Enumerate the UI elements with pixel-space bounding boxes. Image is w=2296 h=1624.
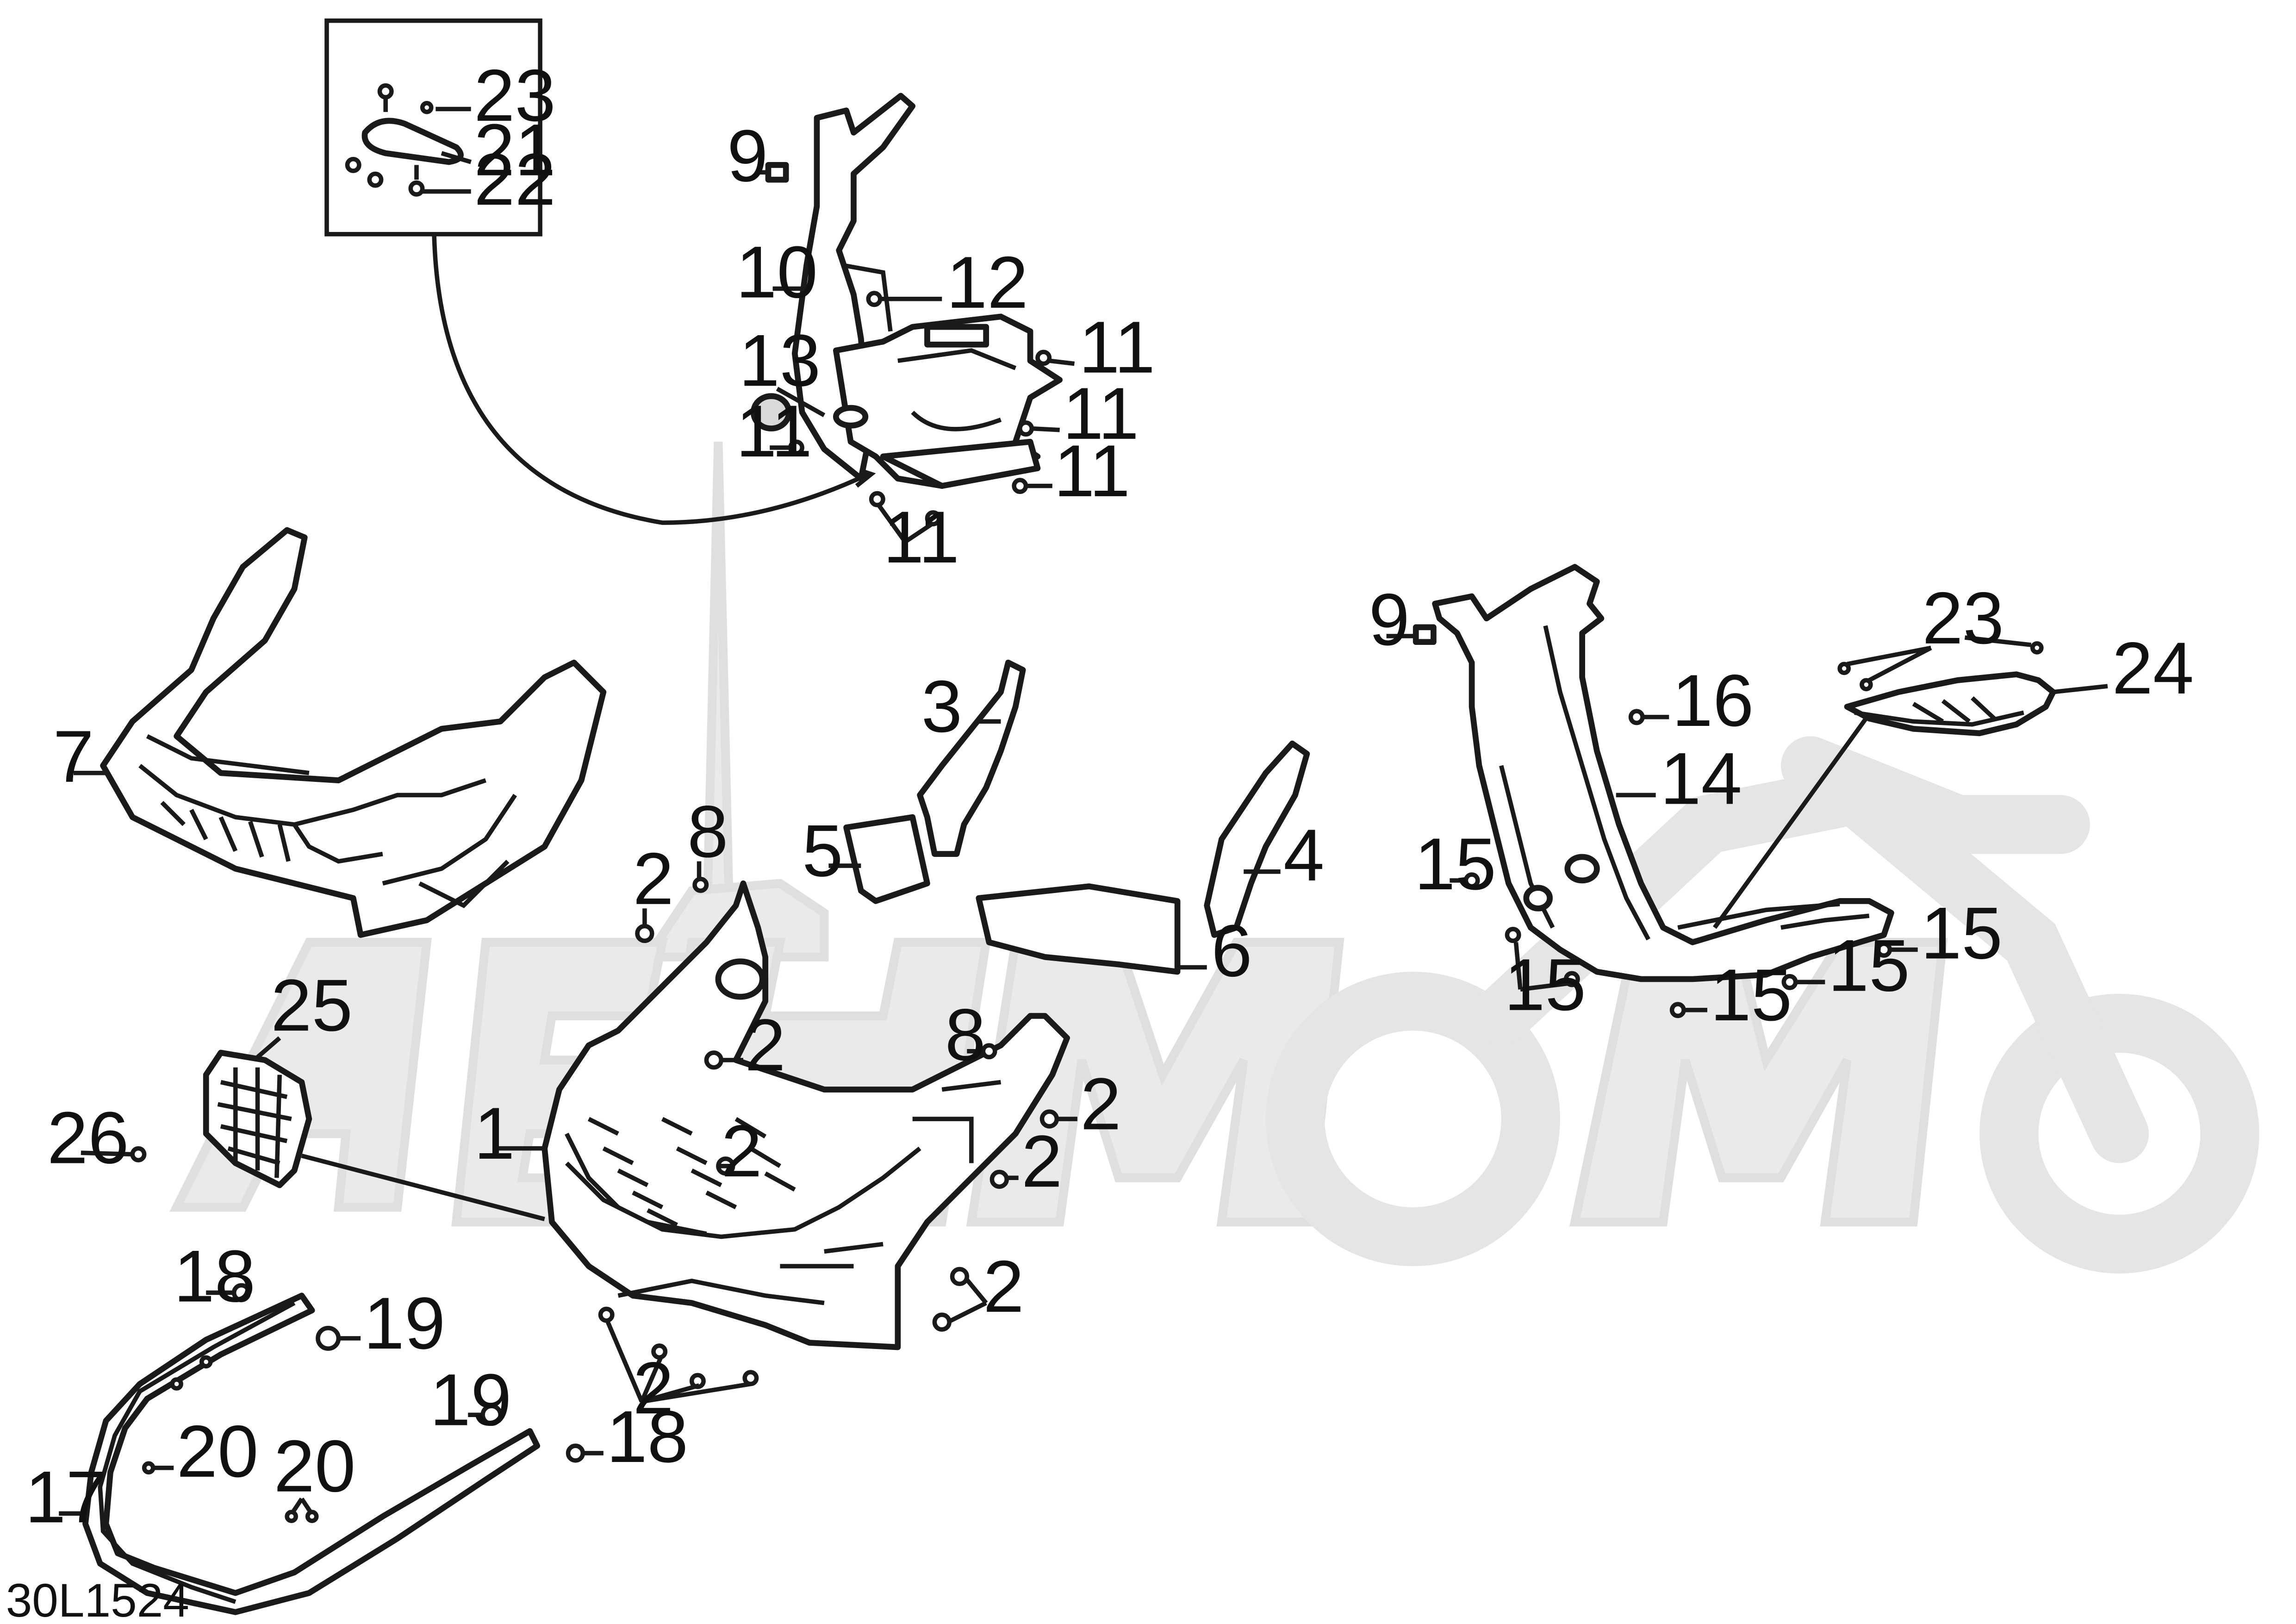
part-14-frame-panel — [1432, 564, 1894, 982]
callout-8-b: 8 — [945, 993, 986, 1076]
callout-3: 3 — [921, 665, 962, 748]
callout-2-b: 2 — [745, 1004, 785, 1086]
part-10-support — [791, 93, 1063, 489]
callout-11-e: 11 — [883, 496, 959, 578]
callout-22: 22 — [474, 138, 556, 220]
part-6-pad — [976, 883, 1181, 975]
callout-2-g: 2 — [633, 1347, 673, 1429]
part-25-grille — [203, 1049, 312, 1188]
callout-24: 24 — [2112, 627, 2194, 709]
callout-2-e: 2 — [1021, 1120, 1062, 1202]
callout-18-a: 18 — [174, 1235, 255, 1317]
callout-15-a: 15 — [1414, 823, 1496, 905]
callout-5: 5 — [802, 809, 843, 892]
part-4-pad — [1204, 740, 1310, 938]
callout-labels: 23 21 22 9 10 12 11 13 11 11 11 11 3 5 4… — [6, 54, 2194, 1624]
leader-lines — [59, 106, 2108, 1516]
callout-9-top: 9 — [727, 114, 768, 197]
part-7-fairing — [100, 527, 607, 938]
callout-15-c: 15 — [1710, 954, 1792, 1036]
callout-10: 10 — [736, 231, 818, 313]
callout-15-b: 15 — [1504, 943, 1586, 1026]
callout-2-c: 2 — [1080, 1062, 1121, 1145]
callout-14: 14 — [1660, 737, 1742, 820]
callout-26: 26 — [47, 1096, 129, 1179]
callout-13: 13 — [739, 319, 821, 401]
callout-15-d: 15 — [1828, 924, 1910, 1006]
part-9-clip-top — [765, 162, 789, 183]
callout-17: 17 — [25, 1455, 107, 1538]
callout-23-right: 23 — [1922, 577, 2004, 659]
callout-21: 21 — [474, 109, 556, 191]
callout-11-b: 11 — [736, 390, 812, 472]
part-24-cover — [1844, 671, 2056, 737]
callout-8-a: 8 — [687, 790, 728, 873]
part-9-clip-right — [1412, 624, 1437, 645]
diagram-code: 30L1524 — [6, 1574, 189, 1624]
callout-16: 16 — [1672, 659, 1754, 742]
callout-9-right: 9 — [1369, 578, 1410, 661]
part-17-bumper — [82, 1293, 541, 1615]
inset-box — [324, 18, 542, 237]
callout-2-d: 2 — [721, 1110, 762, 1192]
callout-4: 4 — [1283, 814, 1324, 896]
callout-19-a: 19 — [363, 1282, 445, 1364]
callout-15-e: 15 — [1921, 892, 2003, 974]
callout-25: 25 — [271, 964, 353, 1046]
callout-20-b: 20 — [274, 1425, 356, 1507]
fasteners — [130, 291, 2044, 1524]
callout-2-a: 2 — [633, 837, 673, 920]
callout-11-c: 11 — [1063, 372, 1139, 455]
part-5-pad — [843, 814, 930, 904]
part-13-plug — [750, 393, 792, 431]
callout-20-a: 20 — [177, 1410, 259, 1493]
callout-7: 7 — [53, 715, 93, 798]
inset-connector — [432, 235, 870, 525]
part-3-pad — [917, 659, 1026, 857]
callout-19-b: 19 — [430, 1359, 512, 1441]
callout-12: 12 — [946, 241, 1028, 324]
callout-6: 6 — [1211, 910, 1252, 992]
callout-18-b: 18 — [606, 1395, 688, 1478]
callout-11-a: 11 — [1079, 306, 1155, 388]
callout-11-d: 11 — [1054, 430, 1130, 512]
callout-1: 1 — [474, 1092, 515, 1174]
callout-2-f: 2 — [983, 1245, 1024, 1328]
callout-23-inset: 23 — [474, 54, 556, 137]
